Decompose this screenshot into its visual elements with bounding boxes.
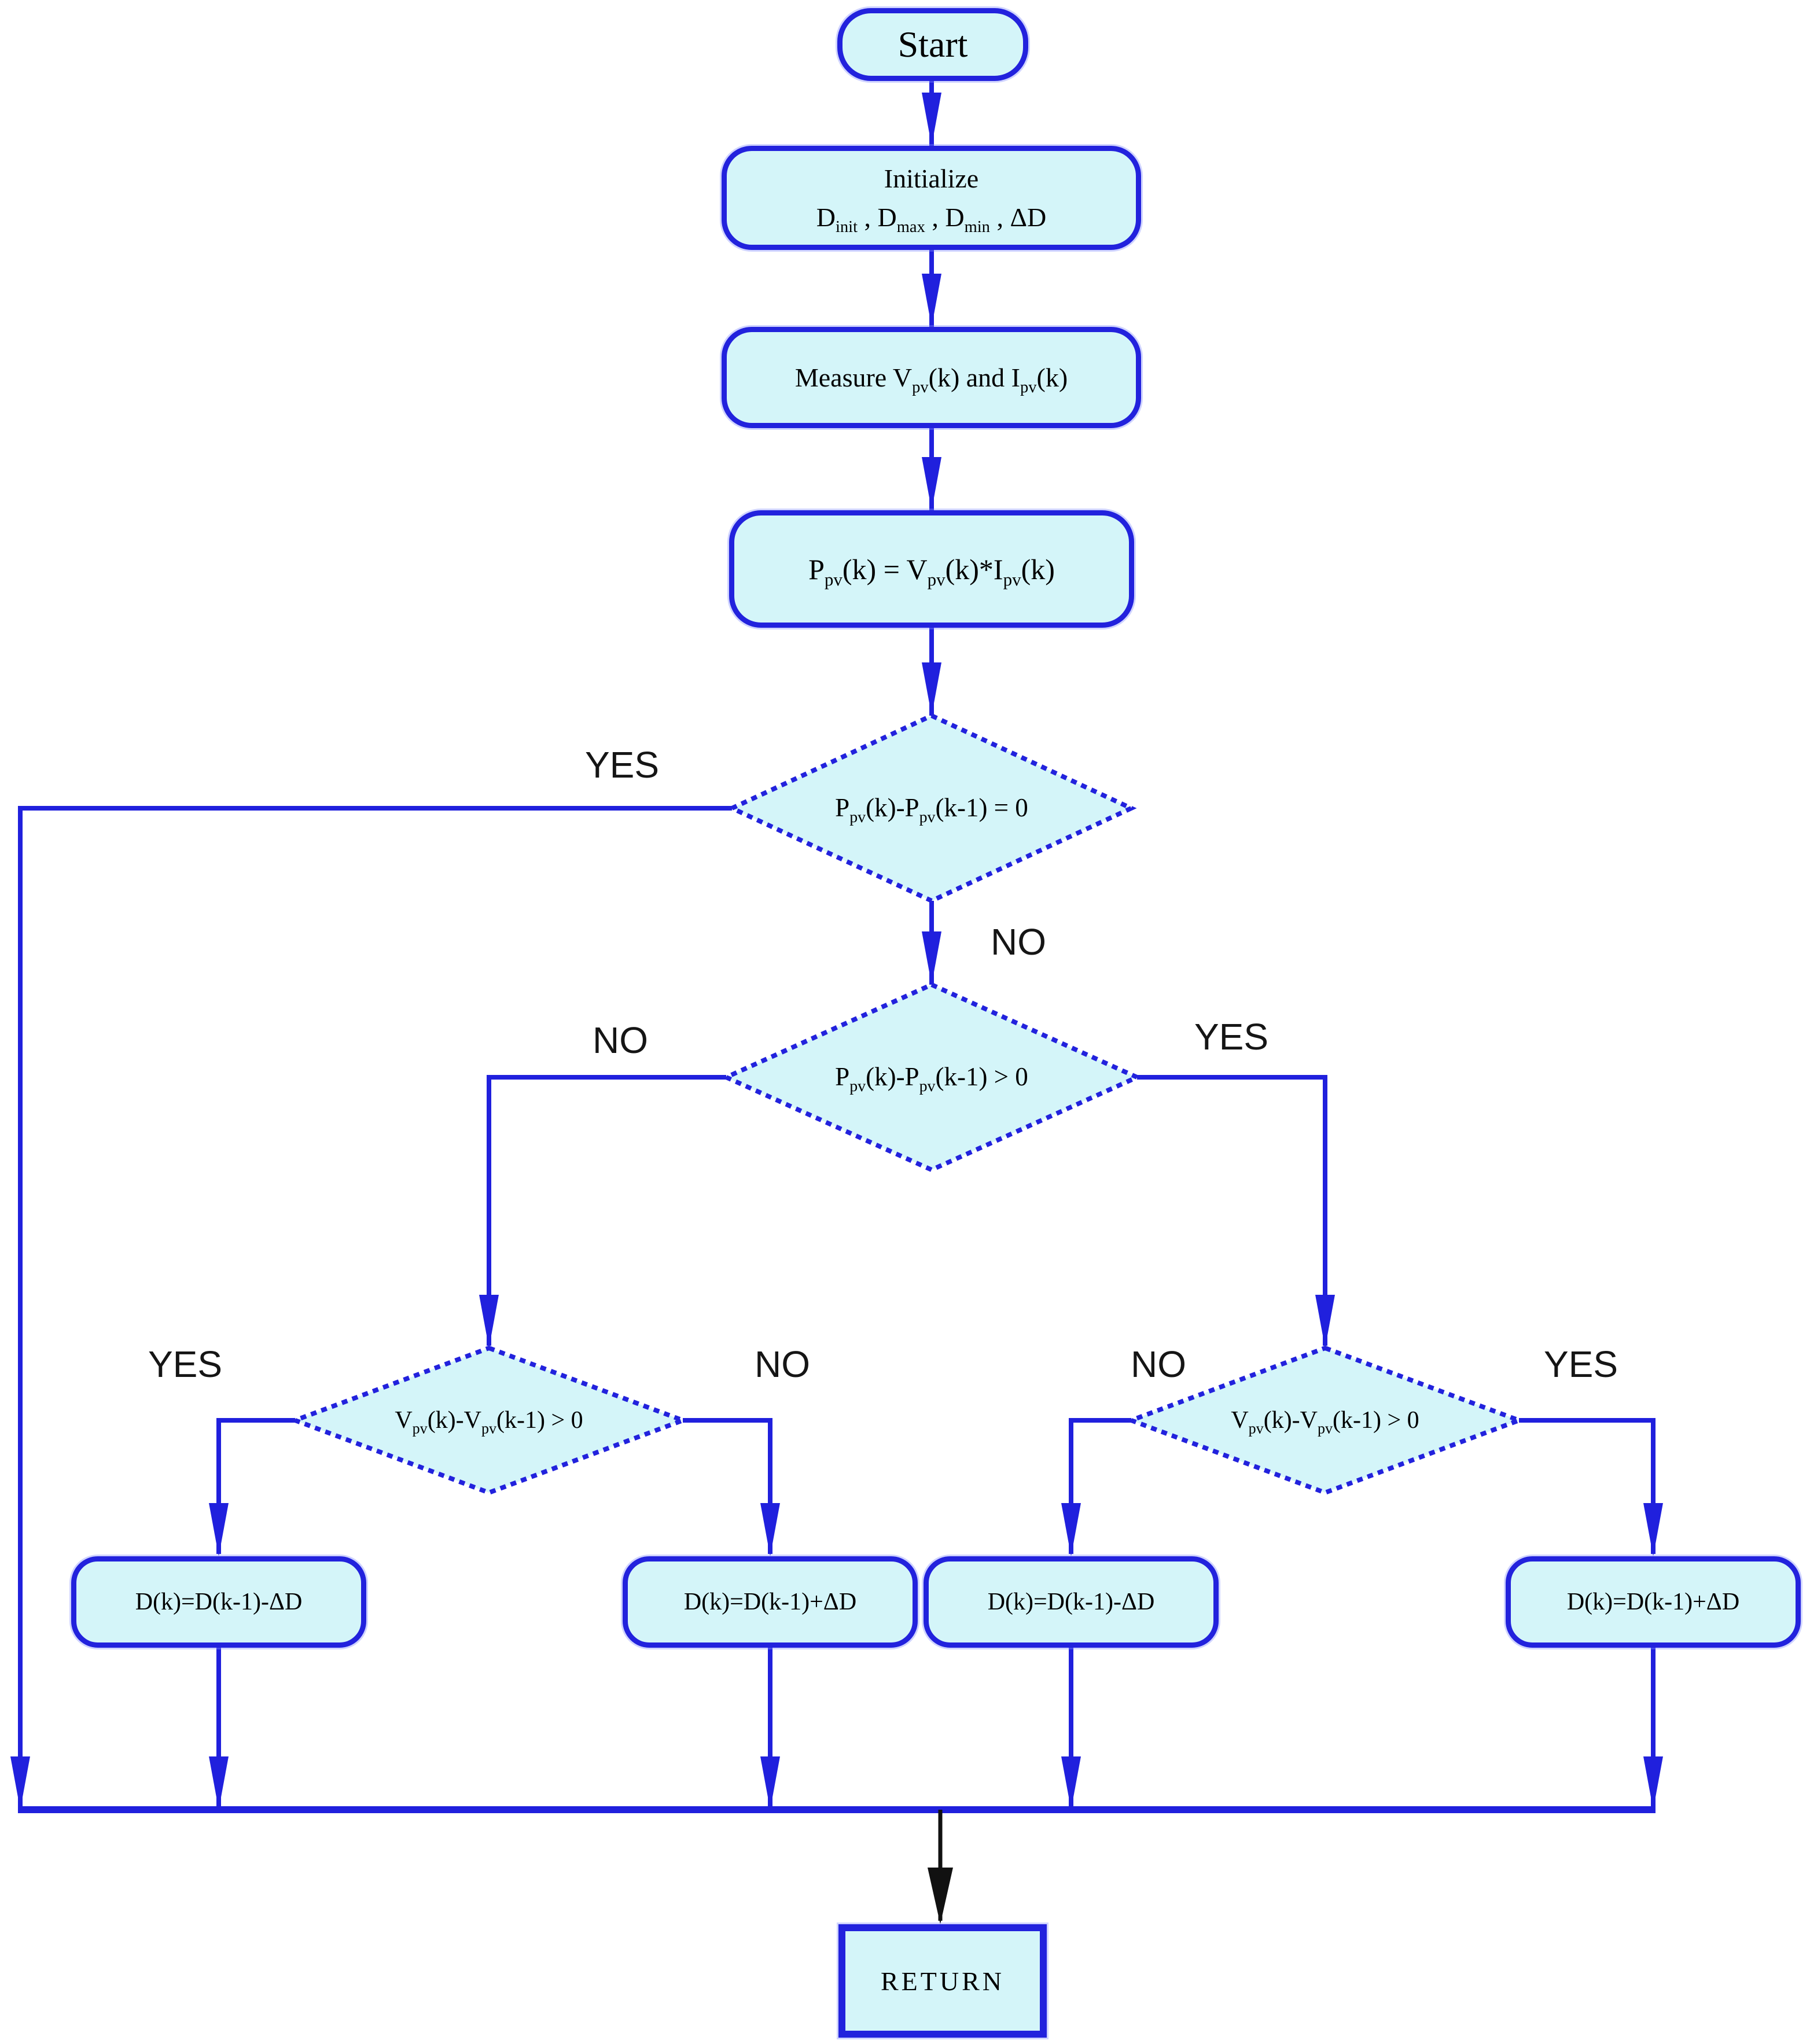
edge-decision2-yes — [1137, 1075, 1327, 1346]
compute-power-node: Ppv(k) = Vpv(k)*Ipv(k) — [729, 510, 1134, 628]
action-left-decrease-label: D(k)=D(k-1)-ΔD — [135, 1589, 303, 1615]
decision-power-zero-shape — [726, 713, 1137, 904]
decision-power-zero-node: Ppv(k)-Ppv(k-1) = 0 — [732, 768, 1131, 849]
branch-label-d2-yes: YES — [1194, 1016, 1269, 1058]
decision-voltage-right-shape — [1124, 1345, 1526, 1496]
branch-label-d1-yes: YES — [584, 744, 660, 786]
arrowhead-decision2 — [922, 931, 941, 985]
edge-decision3l-yes — [216, 1418, 295, 1554]
decision-power-greater-shape — [720, 982, 1143, 1173]
arrowhead-actionD-bus — [1643, 1756, 1663, 1810]
branch-label-d2-no: NO — [593, 1019, 648, 1061]
decision-voltage-left-shape — [288, 1345, 690, 1496]
start-node: Start — [837, 8, 1028, 81]
decision-voltage-right-label: Vpv(k)-Vpv(k-1) > 0 — [1231, 1406, 1419, 1437]
initialize-params: Dinit , Dmax , Dmin , ΔD — [816, 202, 1047, 237]
decision-power-zero-label: Ppv(k)-Ppv(k-1) = 0 — [835, 793, 1028, 827]
return-label: RETURN — [881, 1966, 1005, 1996]
decision-voltage-left-node: Vpv(k)-Vpv(k-1) > 0 — [295, 1380, 683, 1461]
measure-node: Measure Vpv(k) and Ipv(k) — [722, 327, 1141, 428]
start-label: Start — [897, 24, 968, 65]
action-right-decrease-node: D(k)=D(k-1)-ΔD — [924, 1556, 1219, 1648]
action-right-decrease-label: D(k)=D(k-1)-ΔD — [987, 1589, 1155, 1615]
action-left-increase-label: D(k)=D(k-1)+ΔD — [683, 1589, 857, 1615]
arrowhead-actionA-bus — [209, 1756, 229, 1810]
initialize-title: Initialize — [884, 163, 979, 193]
arrowhead-decision3r — [1315, 1295, 1335, 1348]
arrowhead-actionC-bus — [1061, 1756, 1081, 1810]
action-left-decrease-node: D(k)=D(k-1)-ΔD — [71, 1556, 366, 1648]
arrowhead-actionC — [1061, 1503, 1081, 1556]
arrowhead-actionD — [1643, 1503, 1663, 1556]
arrowhead-decision3l — [479, 1295, 499, 1348]
decision-voltage-left-label: Vpv(k)-Vpv(k-1) > 0 — [395, 1406, 583, 1437]
arrowhead-actionB-bus — [760, 1756, 780, 1810]
measure-label: Measure Vpv(k) and Ipv(k) — [794, 362, 1068, 396]
compute-power-label: Ppv(k) = Vpv(k)*Ipv(k) — [808, 553, 1055, 590]
edge-decision3l-no — [683, 1418, 772, 1554]
action-right-increase-label: D(k)=D(k-1)+ΔD — [1566, 1589, 1740, 1615]
edge-decision3r-yes — [1519, 1418, 1656, 1554]
action-left-increase-node: D(k)=D(k-1)+ΔD — [623, 1556, 918, 1648]
branch-label-d3l-yes: YES — [148, 1343, 223, 1385]
decision-power-greater-node: Ppv(k)-Ppv(k-1) > 0 — [726, 1037, 1137, 1118]
edge-decision2-no — [487, 1075, 726, 1346]
arrowhead-decision1 — [922, 662, 941, 716]
arrowhead-actionA — [209, 1503, 229, 1556]
decision-power-greater-label: Ppv(k)-Ppv(k-1) > 0 — [835, 1062, 1028, 1096]
return-node: RETURN — [838, 1924, 1047, 2038]
arrowhead-return — [928, 1868, 953, 1924]
edge-decision3r-no — [1069, 1418, 1131, 1554]
decision-voltage-right-node: Vpv(k)-Vpv(k-1) > 0 — [1131, 1380, 1519, 1461]
branch-label-d3l-no: NO — [755, 1343, 810, 1385]
initialize-node: Initialize Dinit , Dmax , Dmin , ΔD — [722, 146, 1141, 250]
arrowhead-actionB — [760, 1503, 780, 1556]
branch-label-d3r-no: NO — [1131, 1343, 1186, 1385]
arrowhead-measure — [922, 274, 941, 327]
branch-label-d1-no: NO — [991, 921, 1046, 963]
edge-decision1-yes — [18, 806, 732, 1807]
arrowhead-power — [922, 457, 941, 510]
arrowhead-initialize — [922, 93, 941, 146]
arrowhead-yes1-bus — [10, 1756, 30, 1810]
branch-label-d3r-yes: YES — [1543, 1343, 1618, 1385]
action-right-increase-node: D(k)=D(k-1)+ΔD — [1506, 1556, 1801, 1648]
